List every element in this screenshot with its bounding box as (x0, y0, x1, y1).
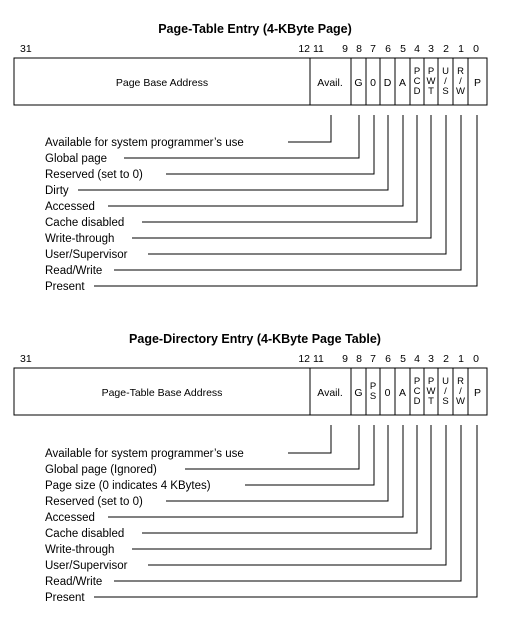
page-directory-entry-diagram: Page-Directory Entry (4-KByte Page Table… (13, 332, 488, 604)
field-p: P (474, 387, 481, 399)
field-dividers (309, 368, 469, 415)
leader-lines (94, 425, 478, 598)
field-avail: Avail. (317, 77, 343, 89)
bit-number: 11 (313, 43, 324, 55)
bit-number: 2 (443, 43, 449, 55)
field-g: G (354, 77, 362, 89)
description-label: Global page (Ignored) (45, 464, 157, 476)
description-label: Reserved (set to 0) (45, 169, 143, 181)
bit-number: 9 (342, 353, 348, 365)
description-label: Reserved (set to 0) (45, 496, 143, 508)
field-avail: Avail. (317, 387, 343, 399)
description-label: Read/Write (45, 265, 102, 277)
description-label: Accessed (45, 512, 95, 524)
register-box (13, 367, 488, 416)
field-rw: R/W (456, 66, 465, 97)
bit-number: 7 (370, 43, 376, 55)
field-page-base-address: Page Base Address (116, 77, 208, 89)
field-a: A (399, 77, 406, 89)
diagram-title: Page-Table Entry (4-KByte Page) (158, 22, 352, 36)
bit-number: 3 (428, 43, 434, 55)
field-zero: 0 (385, 387, 391, 399)
bit-number: 8 (356, 353, 362, 365)
diagram-title: Page-Directory Entry (4-KByte Page Table… (129, 332, 381, 346)
field-dividers (309, 58, 469, 105)
description-label: Cache disabled (45, 528, 124, 540)
bit-number: 12 (298, 353, 310, 365)
description-label: Read/Write (45, 576, 102, 588)
bit-number: 9 (342, 43, 348, 55)
description-label: Accessed (45, 201, 95, 213)
field-descriptions: Available for system programmer’s use Gl… (45, 448, 244, 604)
bit-number: 1 (458, 43, 464, 55)
field-g: G (354, 387, 362, 399)
leader-lines (78, 115, 478, 287)
bit-number-row: 31 12 11 9 8 7 6 5 4 3 2 1 0 (20, 43, 479, 55)
bit-number-row: 31 12 11 9 8 7 6 5 4 3 2 1 0 (20, 353, 479, 365)
description-label: Write-through (45, 544, 114, 556)
description-label: Page size (0 indicates 4 KBytes) (45, 480, 211, 492)
field-page-table-base-address: Page-Table Base Address (102, 387, 223, 399)
field-rw: R/W (456, 376, 465, 407)
field-zero: 0 (370, 77, 376, 89)
description-label: Available for system programmer’s use (45, 448, 244, 460)
register-box (13, 57, 488, 106)
bit-number: 1 (458, 353, 464, 365)
bit-number: 7 (370, 353, 376, 365)
bit-number: 2 (443, 353, 449, 365)
field-a: A (399, 387, 406, 399)
field-p: P (474, 77, 481, 89)
field-d: D (384, 77, 392, 89)
bit-number: 11 (313, 353, 324, 365)
bit-number: 3 (428, 353, 434, 365)
bit-number: 6 (385, 353, 391, 365)
field-us: U/S (442, 376, 449, 407)
bit-number: 4 (414, 43, 420, 55)
description-label: Present (45, 281, 85, 293)
description-label: User/Supervisor (45, 560, 128, 572)
description-label: Cache disabled (45, 217, 124, 229)
bit-number: 31 (20, 43, 32, 55)
bit-number: 31 (20, 353, 32, 365)
page-table-entry-diagram: Page-Table Entry (4-KByte Page) 31 12 11… (13, 22, 488, 293)
bit-number: 0 (473, 353, 479, 365)
bit-number: 5 (400, 43, 406, 55)
field-descriptions: Available for system programmer’s use Gl… (45, 137, 244, 293)
description-label: Global page (45, 153, 107, 165)
description-label: Present (45, 592, 85, 604)
description-label: Write-through (45, 233, 114, 245)
description-label: Available for system programmer’s use (45, 137, 244, 149)
bit-number: 8 (356, 43, 362, 55)
bit-number: 4 (414, 353, 420, 365)
description-label: Dirty (45, 185, 69, 197)
description-label: User/Supervisor (45, 249, 128, 261)
field-us: U/S (442, 66, 449, 97)
bit-number: 5 (400, 353, 406, 365)
bit-number: 0 (473, 43, 479, 55)
bit-number: 12 (298, 43, 310, 55)
bit-number: 6 (385, 43, 391, 55)
